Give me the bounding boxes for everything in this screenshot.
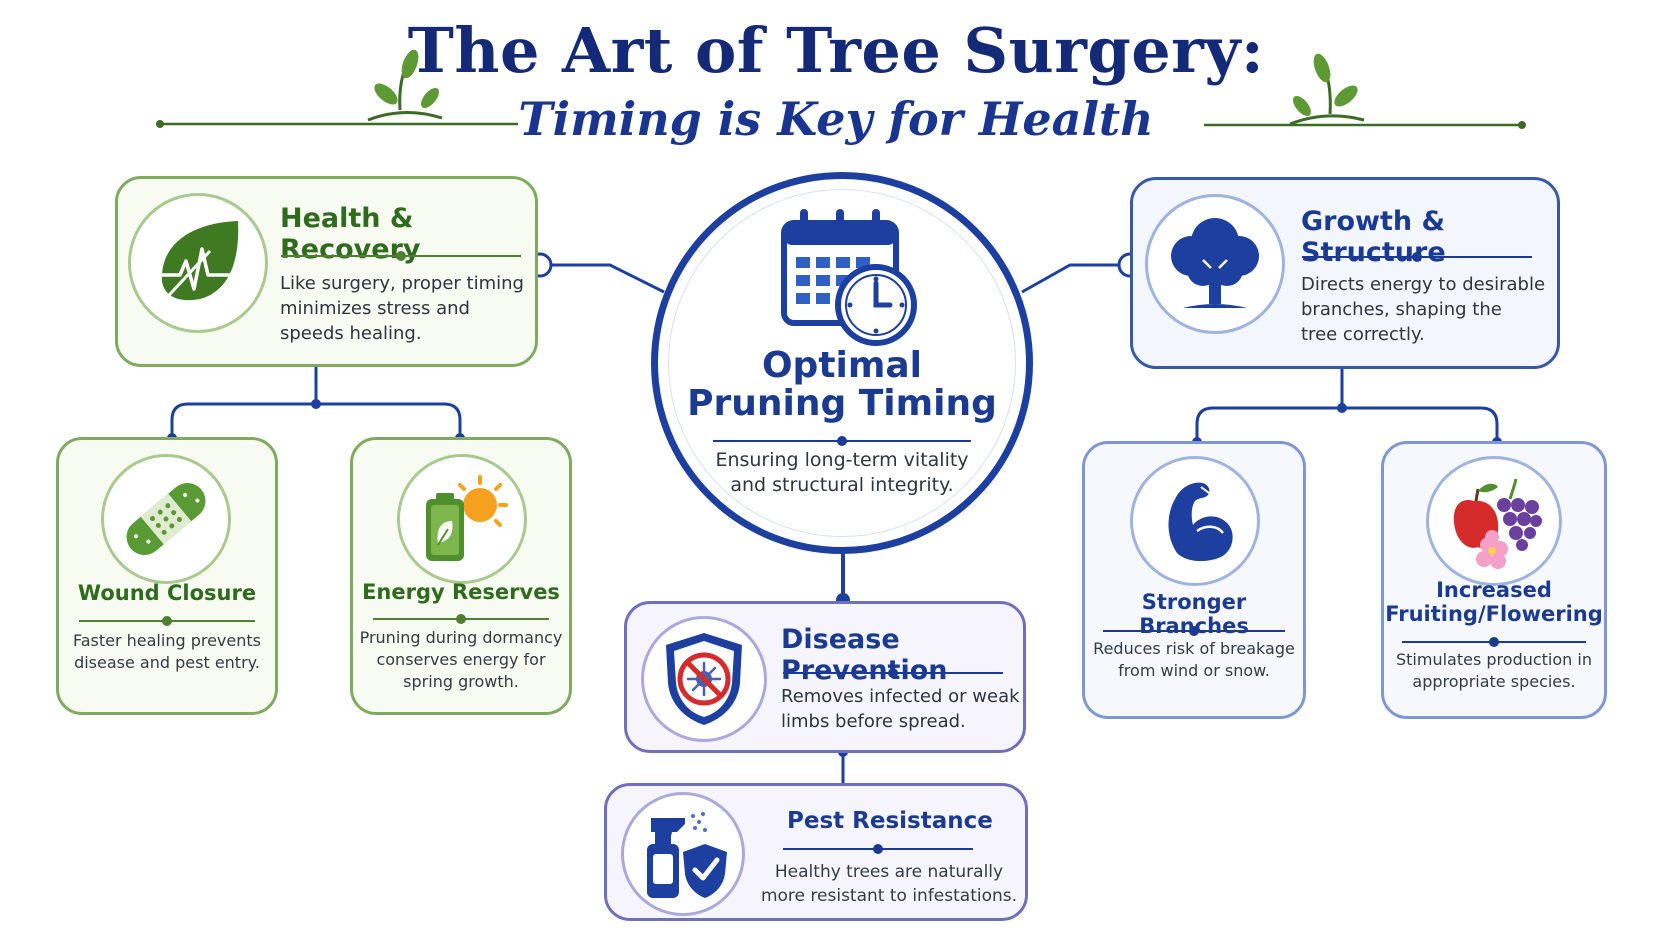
connector-health-dot: [311, 399, 321, 409]
disease-divider: [783, 668, 1003, 678]
page-subtitle: Timing is Key for Health: [518, 92, 1154, 146]
stronger-icon-circle: [1130, 456, 1260, 586]
connector-health-center: [552, 263, 665, 294]
stronger-divider: [1103, 626, 1285, 636]
center-title: Optimal Pruning Timing: [687, 345, 997, 424]
leaf-sprig-icon: [367, 49, 443, 122]
growth-structure-card: Growth & Structure Directs energy to des…: [1130, 177, 1560, 369]
growth-divider: [1302, 252, 1532, 262]
wound-closure-card: Wound Closure Faster healing prevents di…: [56, 437, 278, 715]
health-recovery-card: Health & Recovery Like surgery, proper t…: [115, 176, 538, 367]
pest-resistance-card: Pest Resistance Healthy trees are natura…: [604, 783, 1028, 921]
disease-icon-circle: [641, 616, 767, 742]
fruiting-flowering-card: Increased Fruiting/Flowering Stimulates …: [1381, 441, 1607, 719]
pest-text: Healthy trees are naturally more resista…: [760, 862, 1018, 906]
flexed-arm-icon: [1168, 482, 1233, 562]
health-text: Like surgery, proper timing minimizes st…: [280, 273, 524, 344]
center-divider: [713, 436, 971, 446]
spray-shield-icon: [647, 812, 727, 898]
fruiting-text: Stimulates production in appropriate spe…: [1396, 650, 1592, 691]
pest-divider: [783, 844, 973, 854]
health-divider: [281, 251, 521, 261]
pest-icon-circle: [621, 792, 745, 916]
virus-shield-icon: [666, 633, 742, 725]
connector-growth-center: [1021, 263, 1118, 294]
connector-health-children: [170, 367, 462, 437]
wound-text: Faster healing prevents disease and pest…: [72, 631, 261, 672]
title-rule-left-dot: [156, 120, 164, 128]
energy-text: Pruning during dormancy conserves energy…: [359, 628, 563, 691]
energy-title: Energy Reserves: [362, 580, 560, 604]
leaf-sprig-icon: [1289, 53, 1365, 126]
energy-reserves-card: Energy Reserves Pruning during dormancy …: [350, 437, 572, 715]
growth-title: Growth & Structure: [1301, 206, 1446, 268]
center-text: Ensuring long-term vitality and structur…: [715, 449, 969, 496]
fruit-flower-icon: [1453, 478, 1542, 569]
calendar-clock-icon: [781, 209, 917, 346]
energy-icon-circle: [397, 454, 527, 584]
wound-divider: [79, 616, 255, 626]
growth-text: Directs energy to desirable branches, sh…: [1301, 274, 1546, 345]
page-title: The Art of Tree Surgery:: [407, 14, 1265, 87]
energy-divider: [373, 614, 549, 624]
pest-title: Pest Resistance: [787, 808, 993, 834]
stronger-text: Reduces risk of breakage from wind or sn…: [1093, 639, 1295, 680]
connector-growth-dot: [1337, 403, 1347, 413]
disease-text: Removes infected or weak limbs before sp…: [781, 686, 1020, 732]
disease-prevention-card: Disease Prevention Removes infected or w…: [624, 601, 1026, 753]
health-icon-circle: [128, 193, 268, 333]
disease-title: Disease Prevention: [781, 624, 948, 686]
bandage-icon: [126, 483, 206, 555]
tree-icon: [1171, 218, 1259, 308]
title-rule-right-dot: [1518, 121, 1526, 129]
connector-growth-children: [1195, 369, 1499, 441]
fruiting-title: Increased Fruiting/Flowering: [1385, 578, 1603, 626]
fruiting-divider: [1402, 637, 1586, 647]
wound-title: Wound Closure: [77, 581, 257, 605]
fruiting-icon-circle: [1426, 456, 1562, 586]
growth-icon-circle: [1145, 194, 1285, 334]
wound-icon-circle: [101, 454, 231, 584]
leaf-heartbeat-icon: [156, 221, 239, 309]
stronger-branches-card: Stronger Branches Reduces risk of breaka…: [1082, 441, 1306, 719]
battery-sun-icon: [426, 475, 508, 561]
